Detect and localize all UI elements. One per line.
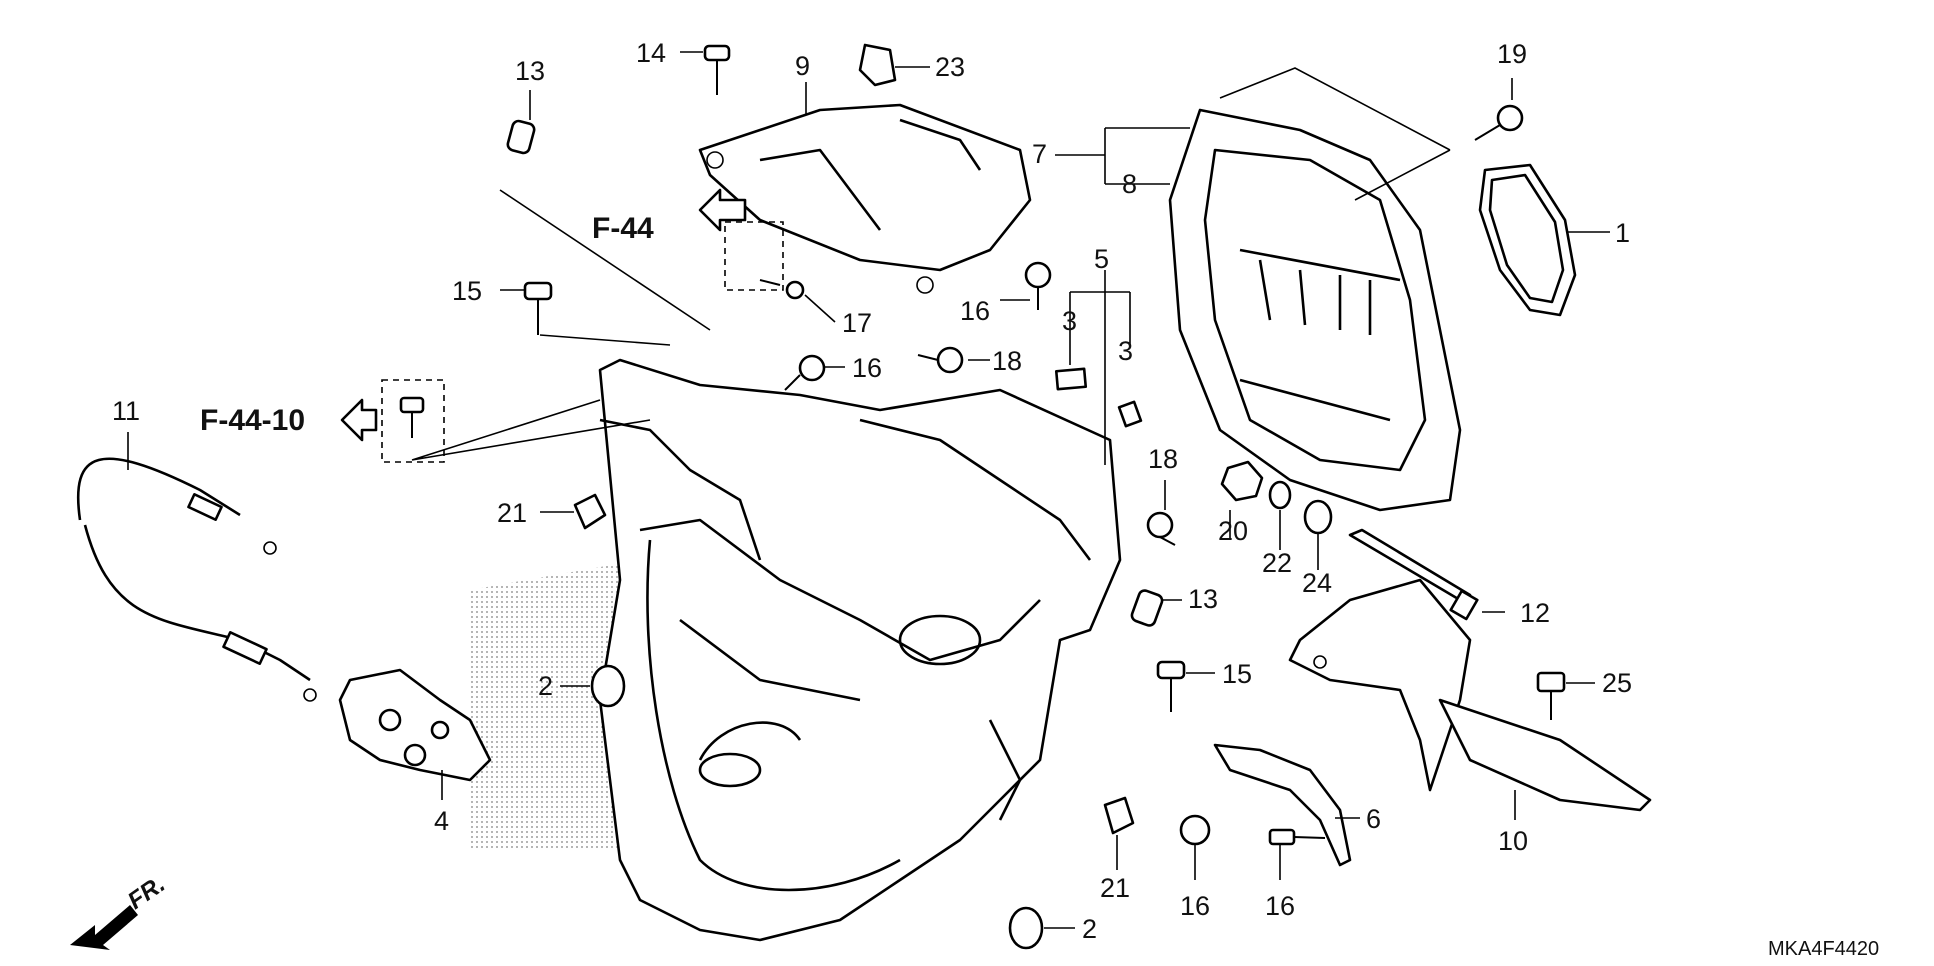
lock-part-4 [338, 668, 492, 782]
callout-21-bottom: 21 [1100, 873, 1130, 903]
callout-16-bottom-left: 16 [1180, 891, 1210, 921]
plate-part-6 [1213, 743, 1352, 867]
callout-16-top: 16 [960, 296, 990, 326]
reference-boxes [381, 221, 784, 463]
gasket-part-1 [1478, 163, 1577, 317]
callout-12: 12 [1520, 598, 1550, 628]
callout-25: 25 [1602, 668, 1632, 698]
ref-label-f44: F-44 [592, 212, 654, 245]
callout-24: 24 [1302, 568, 1332, 598]
callout-4: 4 [434, 806, 449, 836]
cover-part-9 [698, 103, 1032, 294]
callout-22: 22 [1262, 548, 1292, 578]
ref-label-f4410: F-44-10 [200, 404, 305, 437]
callout-15-top: 15 [452, 276, 482, 306]
bolt-part-12 [1348, 528, 1479, 621]
callout-labels: 13 14 9 23 7 8 19 1 5 15 17 16 18 3 3 16… [112, 38, 1632, 944]
callout-13-right: 13 [1188, 584, 1218, 614]
callout-6: 6 [1366, 804, 1381, 834]
callout-1: 1 [1615, 218, 1630, 248]
callout-21-left: 21 [497, 498, 527, 528]
callout-16-bottom-right: 16 [1265, 891, 1295, 921]
callout-18-top: 18 [992, 346, 1022, 376]
hardware-parts [399, 43, 1566, 950]
callout-5: 5 [1094, 244, 1109, 274]
callout-20: 20 [1218, 516, 1248, 546]
cable-part-11 [76, 457, 317, 702]
callout-23: 23 [935, 52, 965, 82]
callout-10: 10 [1498, 826, 1528, 856]
front-arrow-icon [70, 905, 138, 950]
callout-15-right: 15 [1222, 659, 1252, 689]
callout-19: 19 [1497, 39, 1527, 69]
callout-14: 14 [636, 38, 666, 68]
callout-13-top: 13 [515, 56, 545, 86]
leader-lines [127, 51, 1610, 929]
luggage-box-part [598, 358, 1122, 942]
callout-8: 8 [1122, 169, 1137, 199]
callout-18-right: 18 [1148, 444, 1178, 474]
ref-arrow-f4410 [340, 398, 378, 442]
callout-9: 9 [795, 51, 810, 81]
callout-3-left: 3 [1062, 306, 1077, 336]
callout-11: 11 [112, 396, 140, 426]
callout-2-left: 2 [538, 671, 553, 701]
callout-2-bottom: 2 [1082, 914, 1097, 944]
callout-3-right: 3 [1118, 336, 1133, 366]
callout-17: 17 [842, 308, 872, 338]
callout-16-mid: 16 [852, 353, 882, 383]
callout-7: 7 [1032, 139, 1047, 169]
bracket-part-10 [1288, 578, 1652, 812]
ref-arrow-f44 [698, 188, 747, 232]
filter-element-part-7-8 [1168, 108, 1462, 512]
diagram-code: MKA4F4420 [1768, 938, 1879, 960]
